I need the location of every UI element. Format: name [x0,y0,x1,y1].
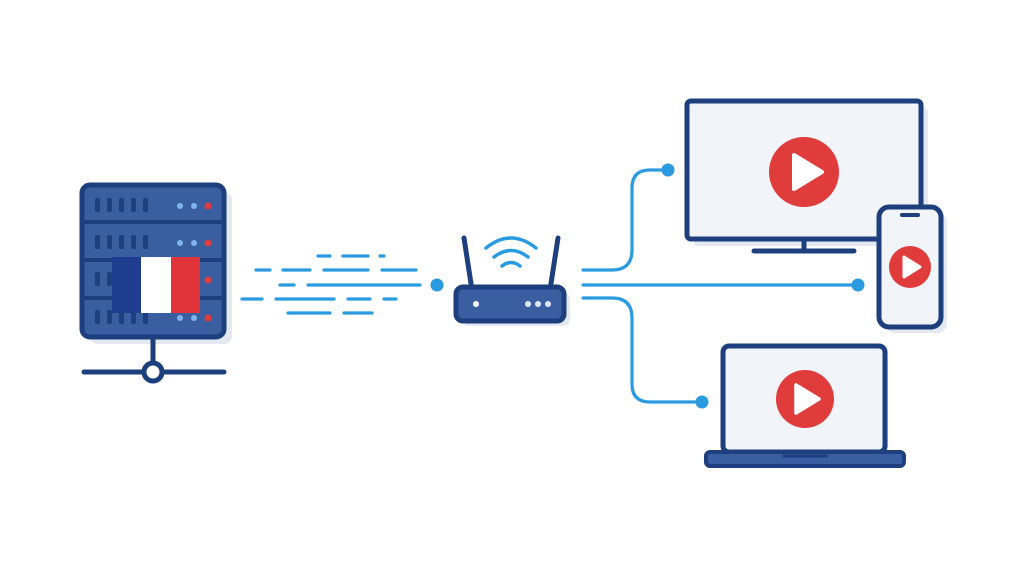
play-icon [776,370,834,428]
router-body [453,284,567,324]
server-unit-1 [95,198,212,212]
smartphone [876,204,947,333]
server-unit-2 [95,235,212,249]
server-unit-4 [95,310,212,324]
server-unit-3 [95,272,212,286]
link-to-laptop [581,296,704,404]
play-icon [889,246,931,288]
wifi-signal-icon [484,236,538,268]
laptop [704,343,906,468]
server-rack [79,182,232,384]
laptop-endpoint-dot [695,395,709,409]
stream-endpoint-dot [430,278,444,292]
france-flag-icon [112,257,200,313]
television [684,98,928,254]
link-to-tv [581,168,670,272]
tv-endpoint-dot [661,163,675,177]
data-stream [240,254,422,315]
phone-endpoint-dot [851,278,865,292]
play-icon [769,137,839,207]
network-node-icon [141,360,165,384]
connections [581,168,860,404]
laptop-base [704,450,906,468]
wifi-router [453,235,570,326]
